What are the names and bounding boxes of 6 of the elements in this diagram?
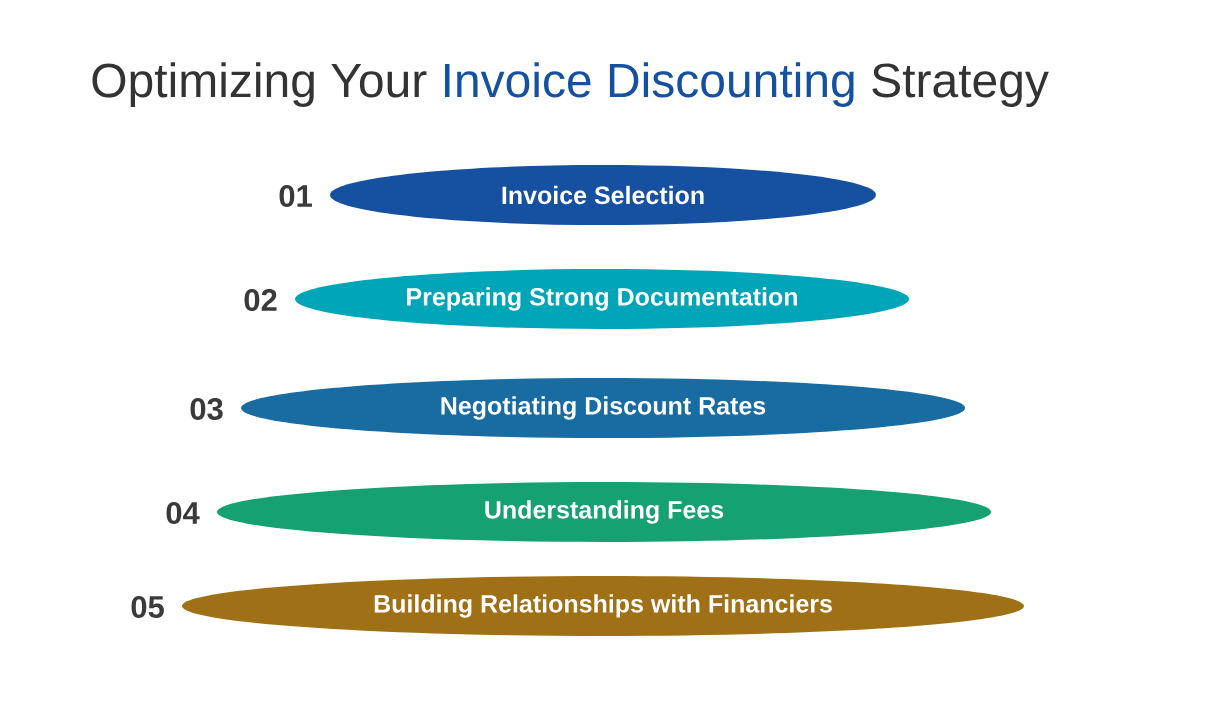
step-number: 04	[166, 502, 200, 524]
step-number: 01	[279, 185, 312, 207]
step-number: 02	[244, 289, 277, 311]
step-number: 03	[190, 398, 223, 420]
step-number: 05	[131, 596, 164, 618]
title: Optimizing Your Invoice Discounting Strategy	[92, 62, 1049, 107]
